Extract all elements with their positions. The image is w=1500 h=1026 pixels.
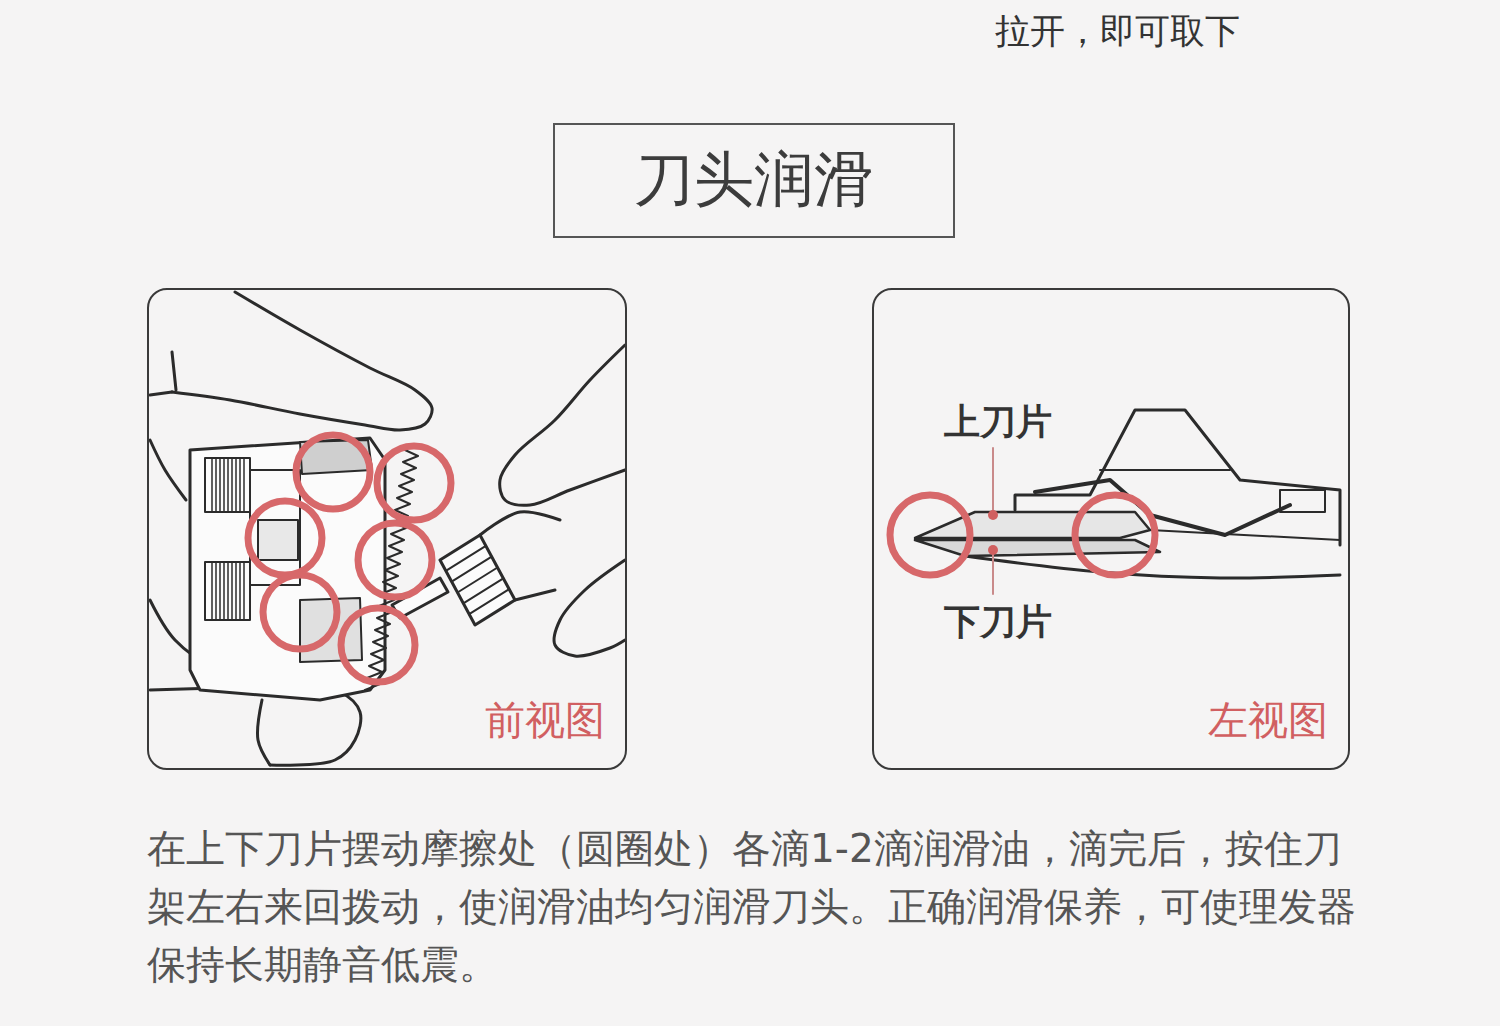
upper-blade	[915, 512, 1150, 538]
view-panel: 前视图	[147, 288, 627, 770]
oil-bottle-thread	[458, 568, 498, 593]
comb-teeth	[215, 458, 217, 512]
lower-blade	[915, 540, 1160, 556]
highlight-circle	[341, 608, 415, 682]
title-box: 刀头润滑	[553, 123, 955, 238]
hand-outline	[554, 560, 625, 656]
view-panel: 左视图	[872, 288, 1350, 770]
leader-dot	[988, 545, 998, 555]
comb-teeth	[227, 458, 229, 512]
comb-teeth	[231, 458, 233, 512]
comb-teeth	[219, 458, 221, 512]
highlight-circle	[377, 446, 451, 520]
comb-teeth	[227, 562, 229, 620]
view-label: 前视图	[485, 693, 605, 748]
comb-teeth	[231, 562, 233, 620]
comb-teeth	[223, 458, 225, 512]
hand-outline	[500, 345, 625, 505]
title-text: 刀头润滑	[634, 140, 874, 221]
highlight-circle	[358, 523, 432, 597]
oil-bottle-body	[480, 512, 560, 535]
instruction-note: 拉开，即可取下	[995, 8, 1240, 55]
spring	[365, 450, 418, 690]
clipper-body	[1100, 469, 1230, 471]
comb-teeth	[235, 458, 237, 512]
highlight-circle	[263, 575, 337, 649]
comb-teeth	[243, 562, 245, 620]
oil-bottle-thread	[469, 589, 509, 614]
comb-teeth	[211, 458, 213, 512]
thumb-outline	[258, 700, 270, 765]
comb-teeth	[205, 458, 250, 512]
oil-bottle-thread	[446, 546, 486, 571]
clipper-body	[1150, 530, 1340, 540]
frame-part	[258, 520, 298, 560]
clipper-body	[965, 556, 1340, 578]
oil-bottle-thread	[452, 557, 492, 582]
leader-line	[992, 448, 994, 513]
oil-bottle-body	[515, 590, 555, 600]
caption-text: 在上下刀片摆动摩擦处（圆圈处）各滴1-2滴润滑油，滴完后，按住刀架左右来回拨动，…	[147, 820, 1377, 994]
part-name: 下刀片	[944, 598, 1052, 647]
comb-teeth	[239, 562, 241, 620]
frame-part	[250, 470, 300, 585]
highlight-circle	[890, 495, 970, 575]
leader-line	[992, 552, 994, 594]
oil-bottle-neck	[440, 535, 515, 625]
finger-outline	[172, 352, 176, 390]
oil-bottle-thread	[463, 578, 503, 603]
leader-dot	[988, 510, 998, 520]
comb-teeth	[219, 562, 221, 620]
part-name: 上刀片	[944, 398, 1052, 447]
finger-outline	[150, 392, 172, 395]
highlight-circle	[1075, 495, 1155, 575]
comb-teeth	[215, 562, 217, 620]
comb-teeth	[205, 562, 250, 620]
highlight-circle	[248, 501, 322, 575]
comb-teeth	[235, 562, 237, 620]
finger-outline	[172, 292, 432, 430]
comb-teeth	[243, 458, 245, 512]
comb-teeth	[239, 458, 241, 512]
finger-outline	[150, 440, 186, 500]
highlight-circle	[296, 435, 370, 509]
comb-teeth	[223, 562, 225, 620]
comb-teeth	[211, 562, 213, 620]
view-label: 左视图	[1208, 693, 1328, 748]
